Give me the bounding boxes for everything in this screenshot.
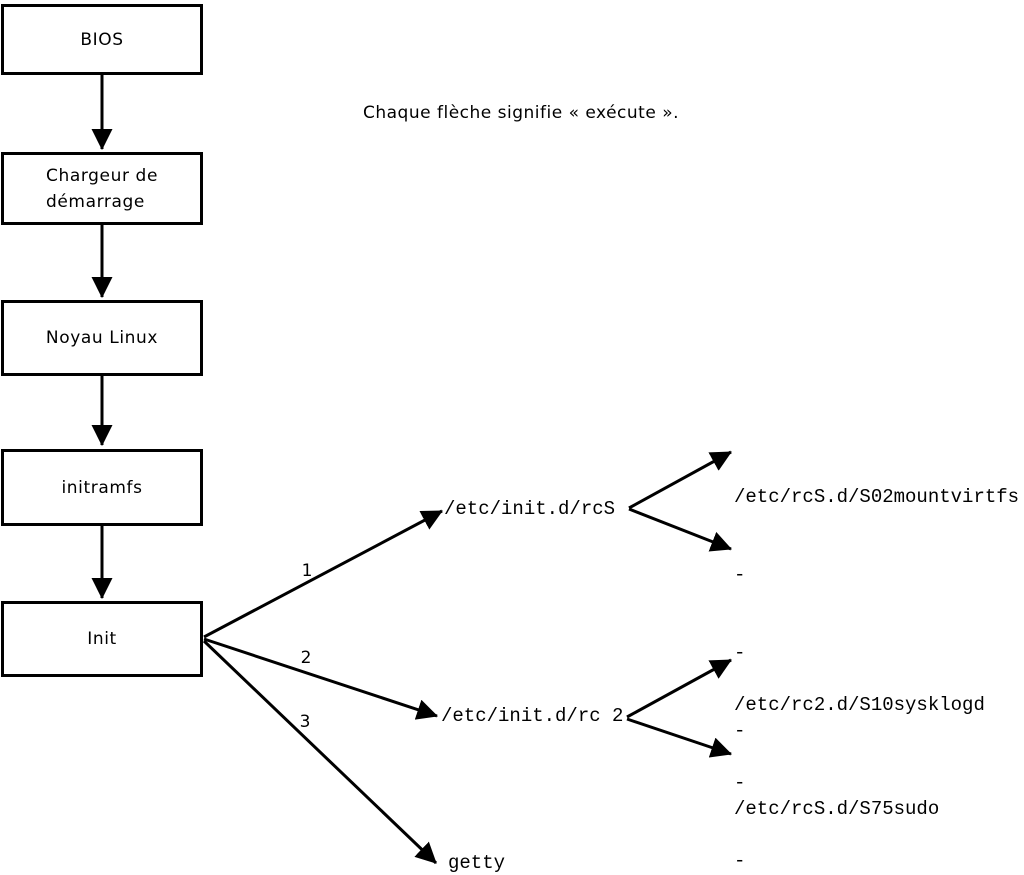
rcs-child-line: - <box>734 564 746 586</box>
rc2-child-line: /etc/rc2.d/S10sysklogd <box>734 694 985 716</box>
rc2-children: /etc/rc2.d/S10sysklogd - - - /etc/rc2.d/… <box>734 640 985 875</box>
rcs-children: /etc/rcS.d/S02mountvirtfs - - - /etc/rcS… <box>734 432 1019 874</box>
branch-number-3: 3 <box>299 712 311 732</box>
arrow-rcs-to-first-script <box>628 450 732 510</box>
rcs-child-line: /etc/rcS.d/S02mountvirtfs <box>734 486 1020 508</box>
arrow-rc2-to-first-script <box>626 658 732 719</box>
branch-number-2: 2 <box>300 648 312 668</box>
rcs-script-label: /etc/init.d/rcS <box>444 498 616 520</box>
arrow-init-to-rcs <box>203 509 443 639</box>
box-bootloader: Chargeur de démarrage <box>1 152 203 225</box>
box-init: Init <box>1 601 203 677</box>
box-kernel-label: Noyau Linux <box>45 328 159 348</box>
arrow-rcs-to-last-script <box>628 507 732 552</box>
arrow-init-to-getty <box>202 639 438 865</box>
box-bios-label: BIOS <box>80 29 124 50</box>
rcs-child-line: - <box>734 642 746 664</box>
legend-note: Chaque flèche signifie « exécute ». <box>363 103 679 123</box>
box-initramfs: initramfs <box>1 449 203 526</box>
box-bios: BIOS <box>1 4 203 75</box>
rcs-child-line: - <box>734 720 746 742</box>
box-initramfs-label: initramfs <box>61 477 143 498</box>
getty-label: getty <box>448 852 506 874</box>
box-bootloader-label: Chargeur de démarrage <box>45 165 159 212</box>
box-init-label: Init <box>87 629 117 649</box>
rc2-script-label: /etc/init.d/rc 2 <box>441 705 624 727</box>
rc2-child-line: - <box>734 850 746 872</box>
rc2-child-line: - <box>734 772 746 794</box>
arrow-init-to-rc2 <box>203 637 438 720</box>
branch-number-1: 1 <box>301 561 313 581</box>
rcs-child-line: /etc/rcS.d/S75sudo <box>734 798 940 820</box>
box-kernel: Noyau Linux <box>1 300 203 376</box>
arrow-rc2-to-last-script <box>626 717 732 758</box>
